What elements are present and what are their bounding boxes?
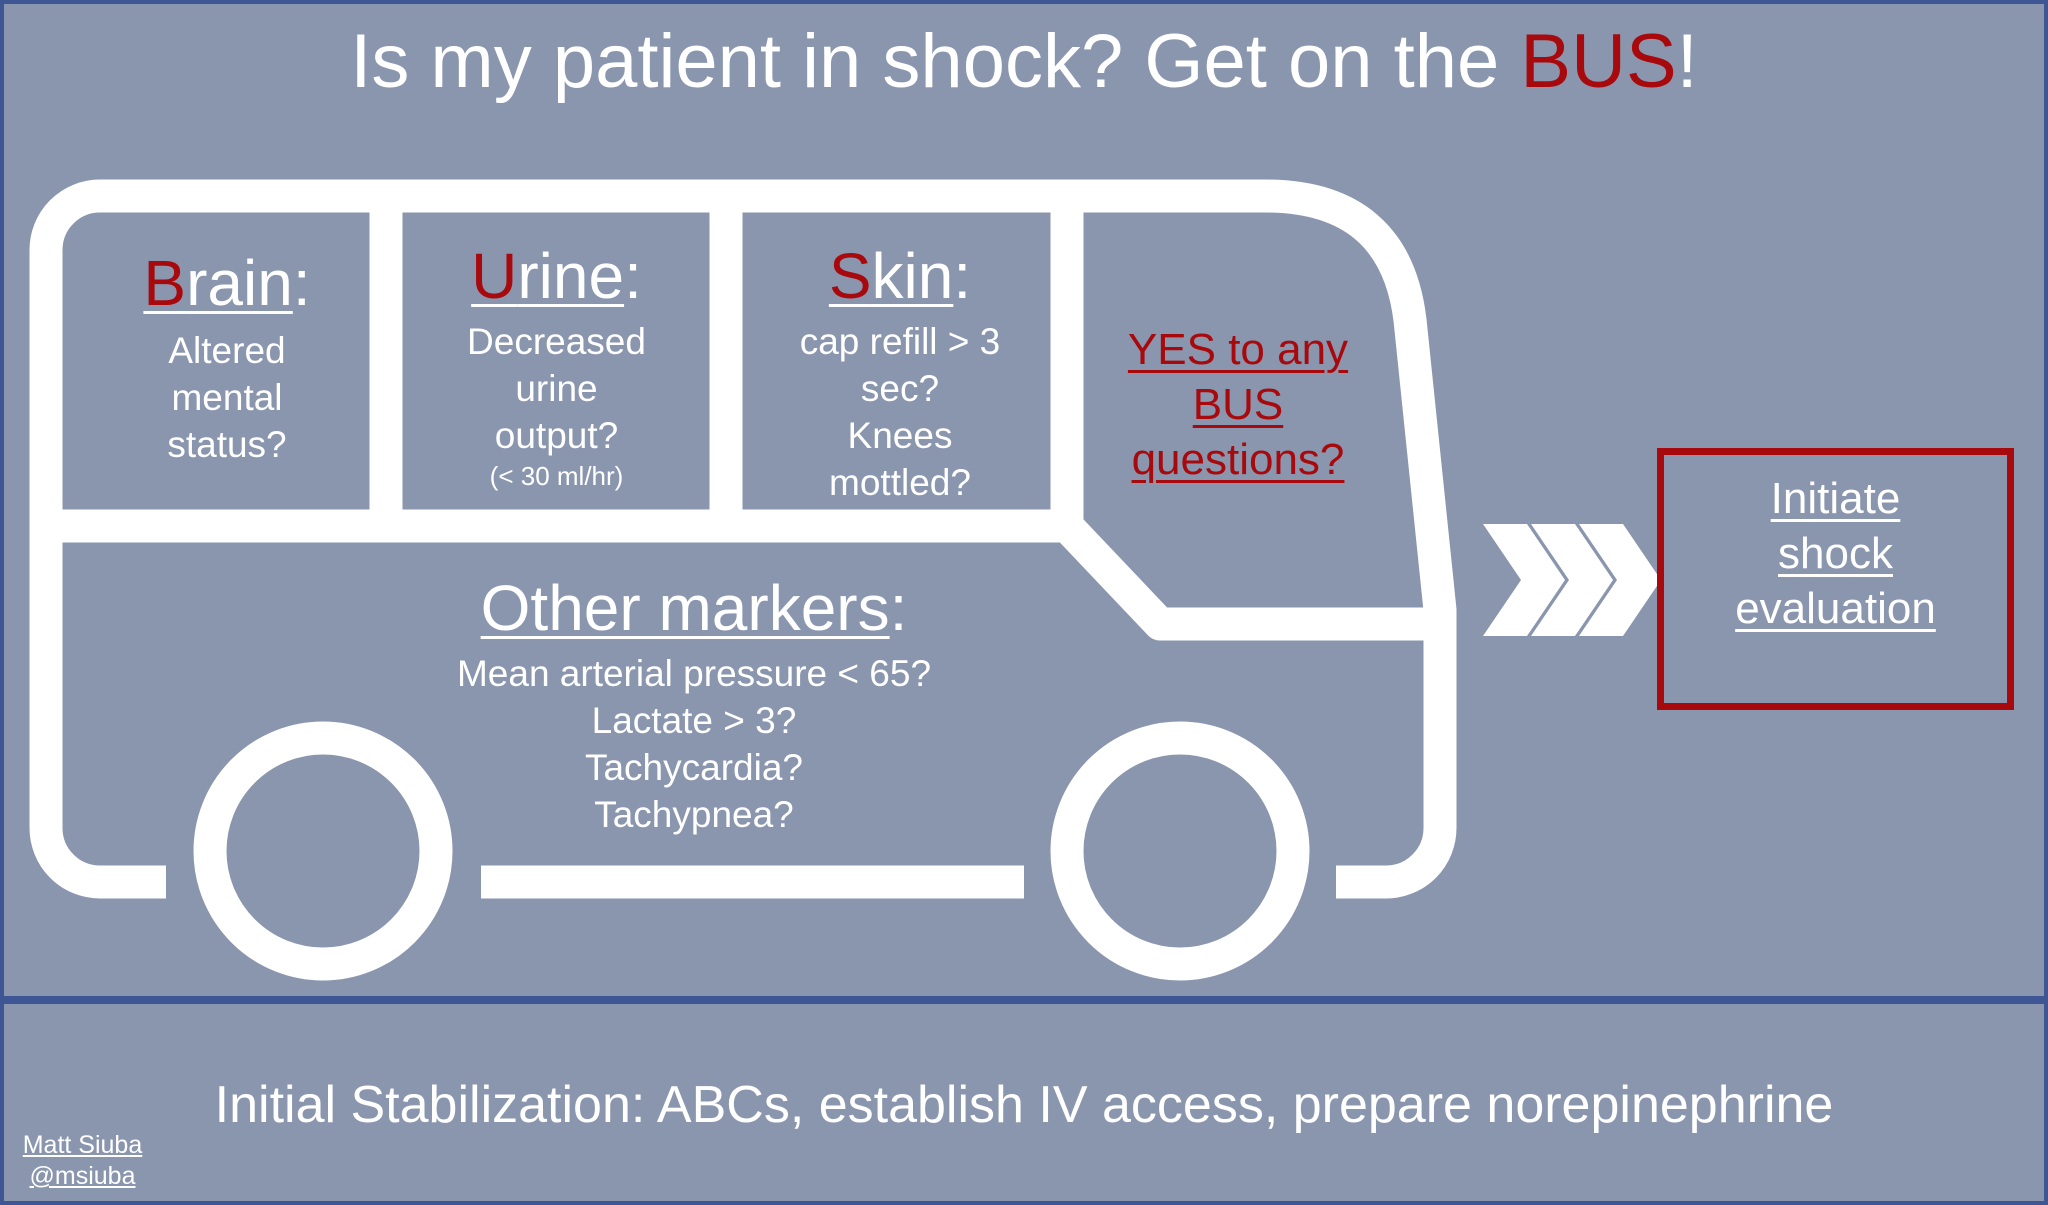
skin-question-1: cap refill > 3 <box>799 321 1001 362</box>
author-handle: @msiuba <box>29 1162 136 1190</box>
urine-rest: rine <box>517 240 625 312</box>
brain-question-2: mental <box>171 377 283 418</box>
skin-rest: kin <box>871 240 954 312</box>
skin-question-2: sec? <box>860 368 940 409</box>
brain-rest: rain <box>186 247 293 319</box>
initial-stabilization-text: Initial Stabilization: ABCs, establish I… <box>214 1076 1834 1134</box>
urine-panel: Urine: Decreased urine output? (< 30 ml/… <box>415 238 698 493</box>
title-highlight: BUS <box>1520 19 1677 104</box>
brain-question-3: status? <box>167 424 287 465</box>
brain-question-1: Altered <box>168 330 286 371</box>
skin-panel: Skin: cap refill > 3 sec? Knees mottled? <box>752 238 1048 506</box>
urine-question-1: Decreased <box>467 321 646 362</box>
urine-note: (< 30 ml/hr) <box>489 461 624 491</box>
urine-letter: U <box>471 240 518 312</box>
brain-heading: Brain: <box>143 247 311 319</box>
page-title: Is my patient in shock? Get on the BUS! <box>0 18 2048 105</box>
rear-wheel-icon <box>193 721 453 981</box>
other-marker-3: Tachycardia? <box>584 747 803 788</box>
chevron-arrows-icon <box>1483 524 1661 636</box>
urine-question-3: output? <box>494 415 619 456</box>
other-marker-4: Tachypnea? <box>594 794 794 835</box>
urine-question-2: urine <box>515 368 598 409</box>
initiate-shock-evaluation-box: Initiate shock evaluation <box>1657 448 2014 710</box>
skin-question-3: Knees <box>847 415 953 456</box>
yes-bus-question: YES to any BUS questions? <box>1127 325 1349 484</box>
author-name: Matt Siuba <box>22 1131 143 1159</box>
author-credit: Matt Siuba @msiuba <box>10 1130 155 1192</box>
bus-windshield-edge <box>1055 514 1440 641</box>
other-marker-2: Lactate > 3? <box>591 700 797 741</box>
urine-heading: Urine: <box>471 240 642 312</box>
brain-panel: Brain: Altered mental status? <box>96 245 358 468</box>
front-wheel-icon <box>1050 721 1310 981</box>
skin-question-4: mottled? <box>829 462 971 503</box>
title-suffix: ! <box>1676 19 1698 104</box>
skin-heading: Skin: <box>828 240 972 312</box>
brain-letter: B <box>143 247 187 319</box>
other-markers-panel: Other markers: Mean arterial pressure < … <box>360 570 1028 838</box>
skin-letter: S <box>828 240 872 312</box>
title-prefix: Is my patient in shock? Get on the <box>350 19 1521 104</box>
bus-body-outline <box>29 179 1457 899</box>
other-markers-heading: Other markers: <box>480 572 908 644</box>
other-marker-1: Mean arterial pressure < 65? <box>456 653 932 694</box>
section-divider <box>0 996 2048 1004</box>
bus-icon <box>29 179 1661 981</box>
